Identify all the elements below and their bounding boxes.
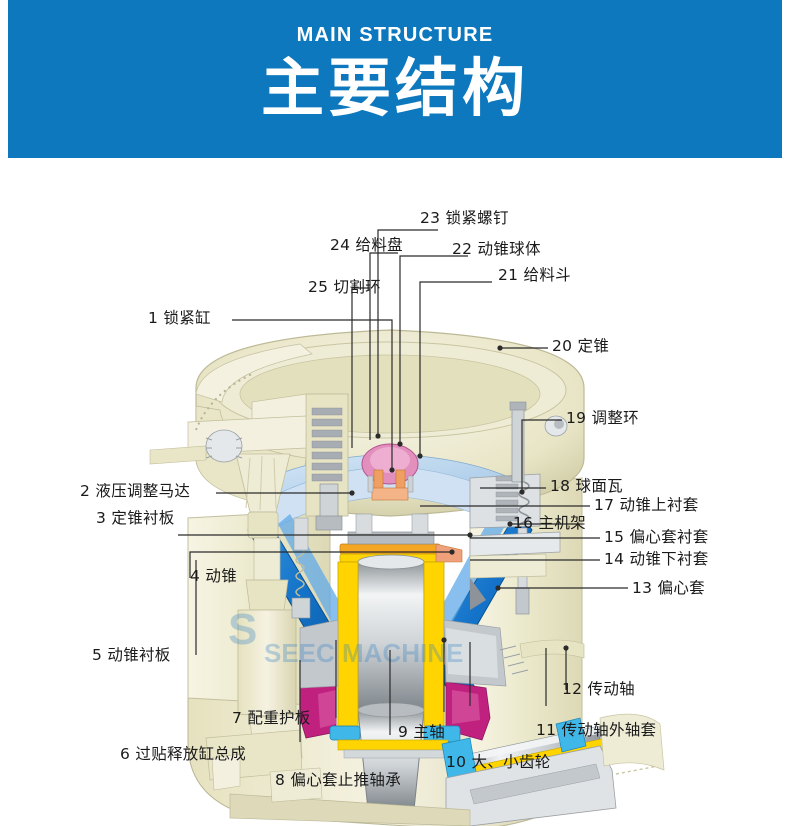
- mantle-ball: [361, 443, 419, 501]
- header-subtitle: MAIN STRUCTURE: [296, 24, 494, 46]
- callout-label-15: 15 偏心套衬套: [604, 528, 709, 546]
- callout-label-22: 22 动锥球体: [452, 240, 541, 258]
- callout-label-9: 9 主轴: [398, 723, 445, 741]
- callout-label-17: 17 动锥上衬套: [594, 496, 699, 514]
- callout-label-10: 10 大、小齿轮: [446, 753, 551, 771]
- counterweight-gears: [299, 619, 585, 689]
- callout-label-3: 3 定锥衬板: [96, 509, 175, 527]
- callout-label-25: 25 切割环: [308, 278, 381, 296]
- callout-label-5: 5 动锥衬板: [92, 646, 171, 664]
- base-plate: [229, 767, 471, 826]
- callout-label-11: 11 传动轴外轴套: [536, 721, 657, 739]
- callout-label-12: 12 传动轴: [562, 680, 635, 698]
- page-title: 主要结构: [261, 52, 529, 125]
- callout-label-20: 20 定锥: [552, 337, 610, 355]
- callout-label-2: 2 液压调整马达: [80, 482, 191, 500]
- page-header-banner: MAIN STRUCTURE 主要结构: [8, 0, 782, 158]
- eccentric-assembly: [299, 561, 491, 759]
- callout-label-21: 21 给料斗: [498, 266, 571, 284]
- callout-label-19: 19 调整环: [566, 409, 639, 427]
- callout-label-6: 6 过贴释放缸总成: [120, 745, 246, 763]
- callout-label-14: 14 动锥下衬套: [604, 550, 709, 568]
- callout-label-18: 18 球面瓦: [550, 477, 623, 495]
- callout-label-1: 1 锁紧缸: [148, 309, 211, 327]
- callout-label-7: 7 配重护板: [232, 709, 311, 727]
- callout-label-16: 16 主机架: [513, 514, 586, 532]
- spherical-bearing: [339, 513, 463, 563]
- callout-label-13: 13 偏心套: [632, 579, 705, 597]
- callout-label-4: 4 动锥: [190, 567, 237, 585]
- transmission-shaft: [441, 713, 665, 826]
- callout-label-24: 24 给料盘: [330, 236, 403, 254]
- callout-label-23: 23 锁紧螺钉: [420, 209, 509, 227]
- callout-label-8: 8 偏心套止推轴承: [275, 771, 401, 789]
